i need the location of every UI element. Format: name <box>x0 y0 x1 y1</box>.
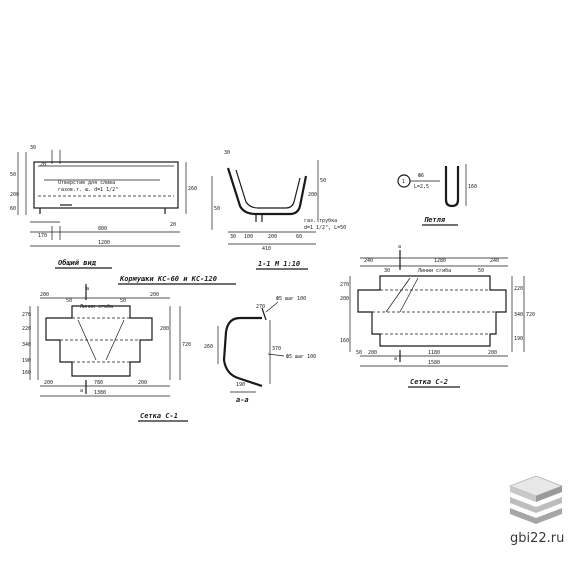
c2-title: Сетка С-2 <box>410 378 448 386</box>
aa-step2: Ф5 шаг 100 <box>286 354 316 360</box>
s11-dim-h2: 50 <box>320 178 326 184</box>
aa-step1: Ф5 шаг 100 <box>276 296 306 302</box>
s11-dim-total: 410 <box>262 246 271 252</box>
gv-dim-right: 260 <box>188 186 197 192</box>
c2-dim-top2: 1280 <box>434 258 446 264</box>
c2-dim-b4: 200 <box>488 350 497 356</box>
trough-outline <box>33 161 179 209</box>
aa-dim-left: 260 <box>204 344 213 350</box>
c2-cut-a-bottom: а <box>394 356 397 362</box>
loop-spec2: L=2,5 <box>414 184 429 190</box>
c2-dim-l2: 200 <box>340 296 349 302</box>
gv-dim-small: 20 <box>170 222 176 228</box>
c2-dim-s2: 50 <box>478 268 484 274</box>
net-c1-outline <box>45 305 153 377</box>
general-view: 30 50 200 60 260 170 800 1200 20 20 Отве… <box>10 145 197 269</box>
net-c2: а а 240 1280 240 30 50 Линии сгиба 270 2… <box>340 244 535 388</box>
feeders-title: Кормушки КС-60 и КС-120 <box>119 275 217 283</box>
c1-cut-a-bottom: а <box>80 388 83 394</box>
s11-title: 1-1 М 1:10 <box>258 260 300 268</box>
loop-title: Петля <box>424 216 446 224</box>
c1-title: Сетка С-1 <box>140 412 178 420</box>
s11-dim-w3: 200 <box>268 234 277 240</box>
c2-dim-r3: 190 <box>514 336 523 342</box>
loop-dim-h: 160 <box>468 184 477 190</box>
s11-dim-left: 50 <box>214 206 220 212</box>
aa-title: а-а <box>236 396 249 404</box>
gv-dim-w1: 170 <box>38 233 47 239</box>
loop-shape <box>444 166 460 208</box>
aa-dim-top: 270 <box>256 304 265 310</box>
c1-dim-l2: 220 <box>22 326 31 332</box>
c2-dim-top1: 240 <box>364 258 373 264</box>
aa-dim-right: 370 <box>272 346 281 352</box>
section-1-1: 30 200 50 50 30 100 200 60 410 газ. труб… <box>211 150 346 270</box>
c1-dim-r2: 720 <box>182 342 191 348</box>
c1-dim-r1: 200 <box>160 326 169 332</box>
c2-dim-r1: 220 <box>514 286 523 292</box>
net-c1: а а 200 50 50 200 Линии сгиба 270 220 34… <box>22 284 191 422</box>
brand-logo-icon <box>508 475 564 524</box>
net-c2-outline <box>357 275 507 347</box>
gv-dim-w3: 1200 <box>98 240 110 246</box>
c2-dim-r4: 720 <box>526 312 535 318</box>
aa-profile <box>222 316 263 388</box>
gv-title: Общий вид <box>58 259 97 267</box>
c1-dim-l5: 160 <box>22 370 31 376</box>
c1-dim-top1: 200 <box>40 292 49 298</box>
c1-dim-l4: 190 <box>22 358 31 364</box>
gv-dim-w2: 800 <box>98 226 107 232</box>
site-url[interactable]: gbi22.ru <box>510 531 565 546</box>
c2-dim-b5: 1580 <box>428 360 440 366</box>
c1-dim-l1: 270 <box>22 312 31 318</box>
s11-pipe-label2: d=1 1/2", L=50 <box>304 225 346 231</box>
aa-dim-bottom: 190 <box>236 382 245 388</box>
loop-detail: 1 Ф6 L=2,5 160 Петля <box>397 164 477 226</box>
s11-dim-top: 30 <box>224 150 230 156</box>
s11-dim-h: 200 <box>308 192 317 198</box>
c1-dim-b1: 200 <box>44 380 53 386</box>
gv-dim-h1: 50 <box>10 172 16 178</box>
gv-dim-h2: 200 <box>10 192 19 198</box>
c1-dim-l3: 340 <box>22 342 31 348</box>
gv-opening-label2: газов.т. ш. d=1 1/2" <box>58 187 118 193</box>
c2-dim-l1: 270 <box>340 282 349 288</box>
loop-number: 1 <box>402 179 405 185</box>
s11-dim-w1: 30 <box>230 234 236 240</box>
section-profile <box>226 167 308 216</box>
c2-cut-a-top: а <box>398 244 401 250</box>
c1-dim-top4: 200 <box>150 292 159 298</box>
c2-dim-b3: 1180 <box>428 350 440 356</box>
c2-dim-top3: 240 <box>490 258 499 264</box>
section-a-a: 260 370 190 270 Ф5 шаг 100 Ф5 шаг 100 а-… <box>204 296 316 404</box>
gv-dim-top: 30 <box>30 145 36 151</box>
c1-dim-b4: 1380 <box>94 390 106 396</box>
c2-stretch-label: Линии сгиба <box>418 267 451 274</box>
gv-dim-h3: 60 <box>10 206 16 212</box>
c2-dim-b2: 200 <box>368 350 377 356</box>
loop-spec1: Ф6 <box>418 173 424 179</box>
c2-dim-s1: 30 <box>384 268 390 274</box>
s11-dim-w2: 100 <box>244 234 253 240</box>
c1-cut-a-top: а <box>86 286 89 292</box>
c1-dim-b3: 200 <box>138 380 147 386</box>
c2-dim-l3: 160 <box>340 338 349 344</box>
s11-dim-w4: 60 <box>296 234 302 240</box>
gv-dim-small2: 20 <box>40 162 46 168</box>
c1-dim-top2: 50 <box>66 298 72 304</box>
c1-stretch-label: Линии сгиба <box>80 303 113 310</box>
c1-dim-top3: 50 <box>120 298 126 304</box>
gv-opening-label: Отверстие для слива <box>58 180 115 186</box>
c2-dim-r2: 340 <box>514 312 523 318</box>
c2-dim-b1: 50 <box>356 350 362 356</box>
c1-dim-b2: 780 <box>94 380 103 386</box>
s11-pipe-label: газ. трубка <box>304 217 337 224</box>
